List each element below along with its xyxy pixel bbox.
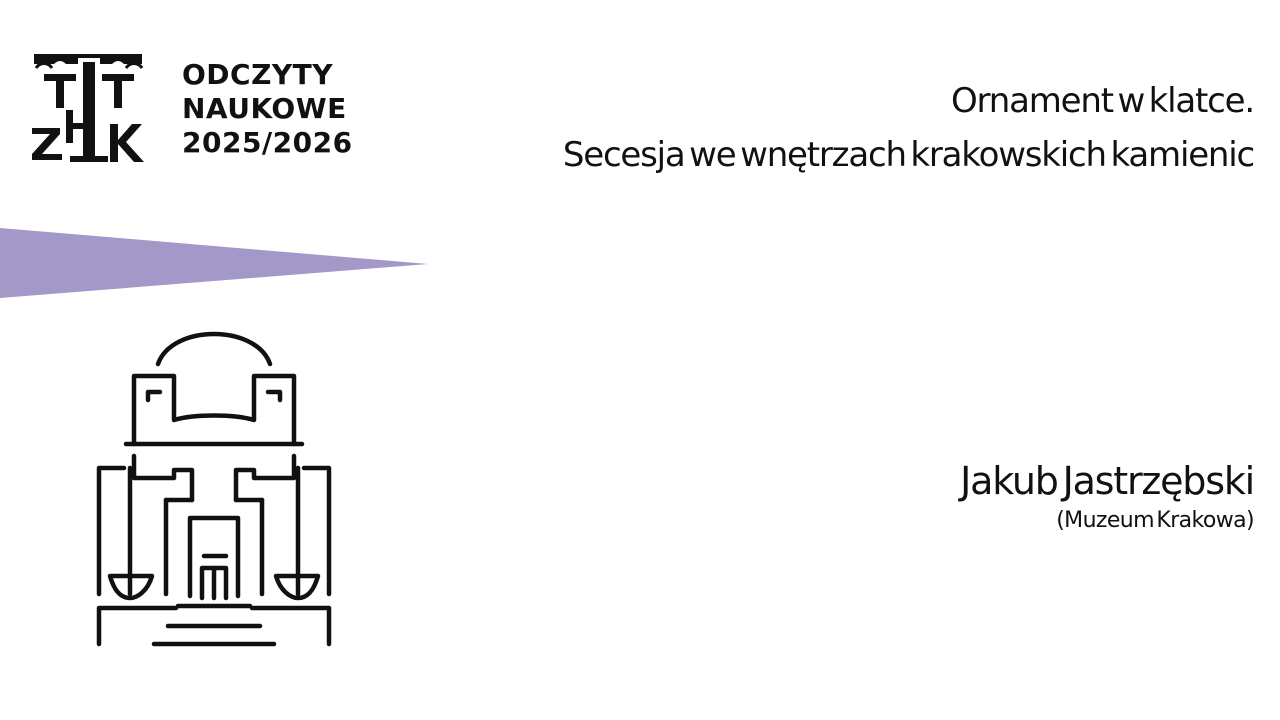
title-line-2: Secesja we wnętrzach krakowskich kamieni… (562, 135, 1255, 175)
series-line-2: NAUKOWE (182, 92, 347, 125)
series-label: ODCZYTY NAUKOWE 2025/2026 (182, 58, 353, 160)
series-line-3: 2025/2026 (182, 126, 353, 159)
secession-building-icon (96, 331, 332, 647)
title-line-1: Ornament w klatce. (951, 81, 1255, 121)
purple-wedge-shape (0, 228, 428, 298)
speaker-block: Jakub Jastrzębski (Muzeum Krakowa) (960, 456, 1255, 536)
series-line-1: ODCZYTY (182, 58, 334, 91)
lecture-title: Ornament w klatce. Secesja we wnętrzach … (562, 74, 1255, 182)
speaker-name: Jakub Jastrzębski (960, 459, 1255, 503)
speaker-affiliation: (Muzeum Krakowa) (1056, 508, 1254, 533)
tthk-logo-icon (32, 54, 144, 162)
